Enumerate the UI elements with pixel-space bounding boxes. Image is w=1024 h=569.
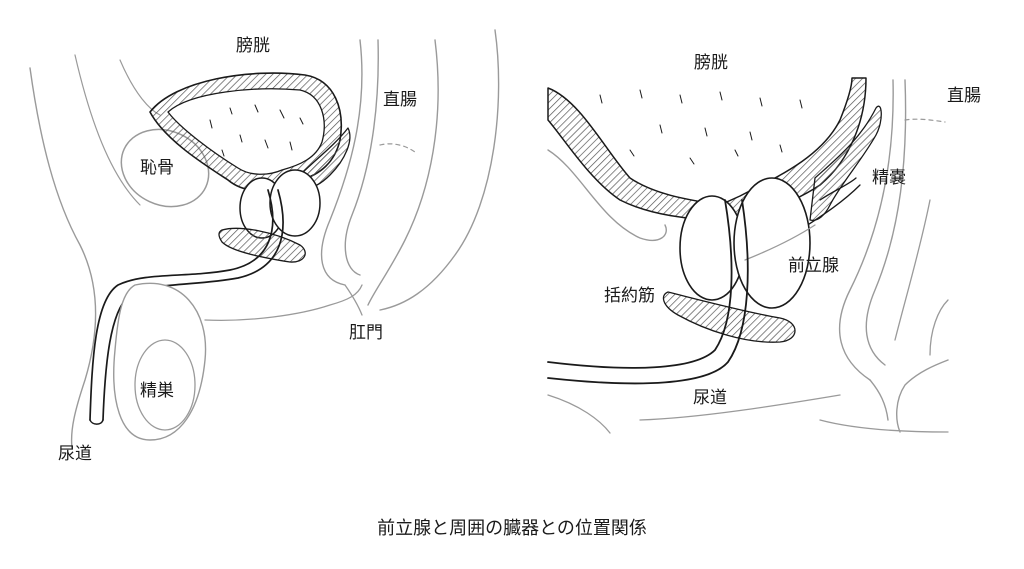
- right-sphincter: [662, 291, 796, 343]
- figure-caption: 前立腺と周囲の臓器との位置関係: [377, 518, 647, 539]
- left-urethra-tip: [89, 419, 104, 425]
- right-perineum: [547, 394, 841, 434]
- left-testis: [134, 339, 196, 431]
- left-bladder-texture: [209, 104, 304, 157]
- left-bladder-lumen: [167, 88, 325, 175]
- left-anus-fold: [344, 284, 363, 316]
- left-label-urethra: 尿道: [58, 444, 92, 464]
- right-anus: [869, 359, 949, 433]
- right-label-prostate: 前立腺: [788, 256, 839, 276]
- right-rectum-inner: [865, 79, 907, 366]
- left-rectum-dash: [379, 143, 416, 153]
- left-label-testis: 精巣: [140, 381, 174, 401]
- right-urethra-outer: [547, 199, 733, 369]
- right-urethra-inner: [547, 199, 749, 385]
- right-prostate-lobe-b: [733, 177, 811, 309]
- left-rectum-inner: [344, 39, 379, 276]
- right-diagram: [547, 77, 949, 434]
- left-rectum-back: [367, 39, 439, 306]
- left-diagram: [29, 29, 500, 449]
- right-label-sphincter: 括約筋: [604, 286, 655, 306]
- right-rectum-dash: [904, 118, 946, 123]
- left-sphincter: [218, 227, 306, 263]
- left-label-pubic-bone: 恥骨: [140, 158, 174, 178]
- left-label-bladder: 膀胱: [236, 36, 270, 56]
- right-label-rectum: 直腸: [947, 86, 981, 106]
- left-prostate-lobe-b: [269, 169, 321, 237]
- right-label-urethra: 尿道: [693, 388, 727, 408]
- left-urethra-outer: [89, 189, 274, 421]
- left-label-anus: 肛門: [349, 323, 383, 343]
- right-anus-inner: [929, 299, 949, 356]
- left-urethra-inner: [102, 189, 284, 421]
- right-bladder-texture: [599, 89, 803, 165]
- right-rectum-back: [894, 199, 931, 341]
- left-sacrum: [379, 29, 500, 311]
- right-label-seminal-vesicle: 精嚢: [872, 168, 906, 188]
- right-label-bladder: 膀胱: [694, 53, 728, 73]
- left-front-body-outline: [29, 67, 97, 449]
- left-label-rectum: 直腸: [383, 90, 417, 110]
- right-ejaculatory-duct: [744, 224, 816, 261]
- right-rectum-front: [838, 79, 894, 381]
- left-rectum-front: [320, 39, 363, 286]
- right-lower-edge: [819, 419, 949, 433]
- left-perineum: [204, 284, 363, 321]
- left-abdominal-wall: [74, 54, 141, 206]
- right-pubic-bone: [547, 149, 667, 242]
